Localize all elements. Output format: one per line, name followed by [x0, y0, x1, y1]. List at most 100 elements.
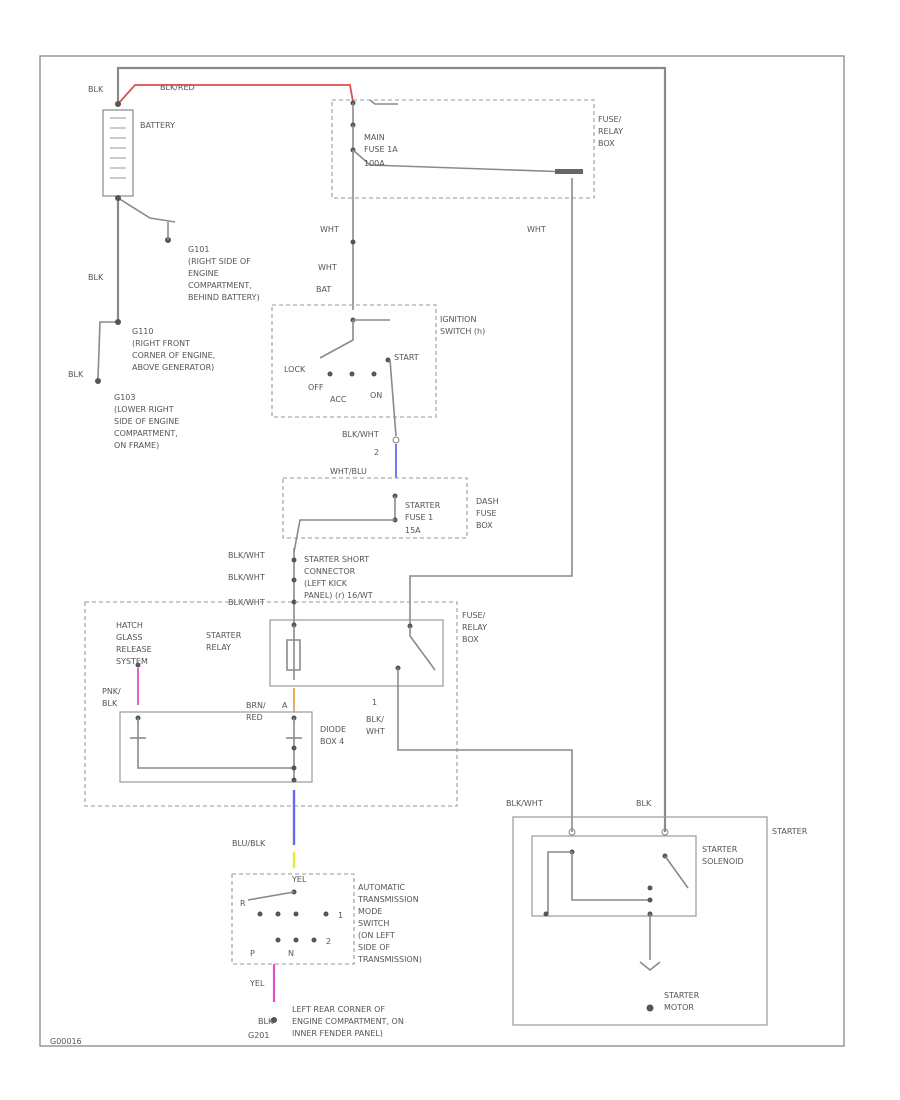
battery-red-wire — [117, 84, 354, 105]
starter-relay — [286, 622, 573, 832]
ignition-wire-label-1: WHT — [320, 225, 339, 234]
svg-text:AUTOMATIC: AUTOMATIC — [358, 883, 406, 892]
dash-fuse-wire-label: WHT/BLU — [330, 467, 367, 476]
svg-text:(ON LEFT: (ON LEFT — [358, 931, 395, 940]
svg-text:RELAY: RELAY — [598, 127, 623, 136]
svg-text:RED: RED — [246, 713, 263, 722]
svg-text:WHT: WHT — [366, 727, 385, 736]
main-fuse — [350, 99, 583, 174]
starter-fuse-label: STARTER FUSE 1 15A — [405, 501, 441, 535]
diode-internals — [130, 715, 302, 783]
g201-ground-point — [271, 1017, 277, 1023]
dash-fuse-box-label: DASH FUSE BOX — [476, 497, 499, 530]
battery-label: BATTERY — [140, 121, 175, 130]
svg-text:ENGINE: ENGINE — [188, 269, 219, 278]
svg-text:MODE: MODE — [358, 907, 382, 916]
ignition-wire-label-2: WHT — [318, 263, 337, 272]
main-fuse-label: MAIN FUSE 1A 100A — [364, 133, 398, 168]
svg-text:BOX: BOX — [598, 139, 615, 148]
trans-pin-2: 2 — [326, 937, 331, 946]
starter-motor-label: STARTER MOTOR — [664, 991, 700, 1012]
svg-text:FUSE 1A: FUSE 1A — [364, 145, 398, 154]
svg-text:LEFT REAR CORNER OF: LEFT REAR CORNER OF — [292, 1005, 385, 1014]
svg-text:BLK/: BLK/ — [366, 715, 384, 724]
svg-text:STARTER SHORT: STARTER SHORT — [304, 555, 369, 564]
svg-text:STARTER: STARTER — [405, 501, 441, 510]
g201-id: G201 — [248, 1031, 269, 1040]
svg-text:ON FRAME): ON FRAME) — [114, 441, 159, 450]
ignition-pos-start: START — [394, 353, 419, 362]
ignition-switch-label: IGNITION SWITCH (h) — [440, 315, 485, 336]
svg-text:BEHIND BATTERY): BEHIND BATTERY) — [188, 293, 260, 302]
svg-text:(RIGHT FRONT: (RIGHT FRONT — [132, 339, 190, 348]
svg-text:HATCH: HATCH — [116, 621, 143, 630]
trans-pin-r: R — [240, 899, 246, 908]
starter-solenoid — [543, 849, 689, 1012]
g103-wire — [97, 321, 118, 379]
svg-text:BOX: BOX — [476, 521, 493, 530]
g103-wire-label: BLK — [68, 370, 84, 379]
start-terminal-wire — [389, 359, 397, 437]
svg-text:FUSE/: FUSE/ — [598, 115, 622, 124]
svg-text:STARTER: STARTER — [206, 631, 242, 640]
fuse-relay-box-top-label: FUSE/ RELAY BOX — [598, 115, 623, 148]
svg-text:RELEASE: RELEASE — [116, 645, 152, 654]
svg-text:INNER FENDER PANEL): INNER FENDER PANEL) — [292, 1029, 383, 1038]
ignition-out-pin: 2 — [374, 448, 379, 457]
ignition-switch-box — [271, 304, 437, 418]
starter-solenoid-box — [531, 835, 697, 917]
svg-text:SIDE OF: SIDE OF — [358, 943, 390, 952]
battery-left-wire-label: BLK — [88, 273, 104, 282]
svg-text:COMPARTMENT,: COMPARTMENT, — [114, 429, 178, 438]
trans-switch-box — [231, 873, 355, 965]
fuse-right-wire-label: WHT — [527, 225, 546, 234]
fuse-relay-box-lower-label: FUSE/ RELAY BOX — [462, 611, 487, 644]
g201-label: LEFT REAR CORNER OF ENGINE COMPARTMENT, … — [292, 1005, 404, 1038]
pnk-wire-label: PNK/ BLK — [102, 687, 121, 708]
diagram-frame — [39, 55, 845, 1047]
trans-switch-label: AUTOMATIC TRANSMISSION MODE SWITCH (ON L… — [357, 883, 422, 964]
starter-fuse-value: 15A — [405, 526, 421, 535]
svg-text:DASH: DASH — [476, 497, 499, 506]
short-connector-wire-2: BLK/WHT — [228, 573, 265, 582]
svg-text:G101: G101 — [188, 245, 209, 254]
svg-text:FUSE: FUSE — [476, 509, 497, 518]
relay-pin-1: 1 — [372, 698, 377, 707]
svg-text:PNK/: PNK/ — [102, 687, 121, 696]
figure-id: G00016 — [50, 1037, 82, 1046]
trans-switch — [247, 889, 329, 943]
svg-text:(LOWER RIGHT: (LOWER RIGHT — [114, 405, 174, 414]
svg-text:ABOVE GENERATOR): ABOVE GENERATOR) — [132, 363, 214, 372]
starter-label: STARTER — [772, 827, 808, 836]
svg-text:G110: G110 — [132, 327, 153, 336]
svg-text:TRANSMISSION: TRANSMISSION — [357, 895, 419, 904]
svg-text:SWITCH (h): SWITCH (h) — [440, 327, 485, 336]
svg-text:PANEL) (r) 16/WT: PANEL) (r) 16/WT — [304, 591, 373, 600]
svg-text:ENGINE COMPARTMENT, ON: ENGINE COMPARTMENT, ON — [292, 1017, 404, 1026]
battery-top-wire-label: BLK — [88, 85, 104, 94]
svg-text:COMPARTMENT,: COMPARTMENT, — [188, 281, 252, 290]
relay-out-wire-label: BLK/ WHT — [366, 715, 385, 736]
diode-pin-a: A — [282, 701, 288, 710]
dash-fuse-box — [282, 477, 468, 539]
svg-text:G103: G103 — [114, 393, 135, 402]
ignition-conn-label: BAT — [316, 285, 331, 294]
ignition-pos-off: OFF — [308, 383, 324, 392]
short-connector-label: STARTER SHORT CONNECTOR (LEFT KICK PANEL… — [304, 555, 373, 600]
starter-wire-1: BLK/WHT — [506, 799, 543, 808]
g110-ground-point — [115, 319, 121, 325]
battery — [102, 109, 134, 197]
diode-box — [119, 711, 313, 783]
short-connector-wire-1: BLK/WHT — [228, 551, 265, 560]
ignition-pos-acc: ACC — [330, 395, 347, 404]
svg-text:IGNITION: IGNITION — [440, 315, 476, 324]
starter-solenoid-label: STARTER SOLENOID — [702, 845, 744, 866]
trans-out-wire-label: YEL — [249, 979, 265, 988]
svg-text:BRN/: BRN/ — [246, 701, 266, 710]
g103-ground-point — [95, 378, 101, 384]
svg-text:BOX: BOX — [462, 635, 479, 644]
fuse-relay-box-lower — [84, 601, 458, 807]
svg-text:BLK: BLK — [102, 699, 118, 708]
svg-text:MAIN: MAIN — [364, 133, 385, 142]
